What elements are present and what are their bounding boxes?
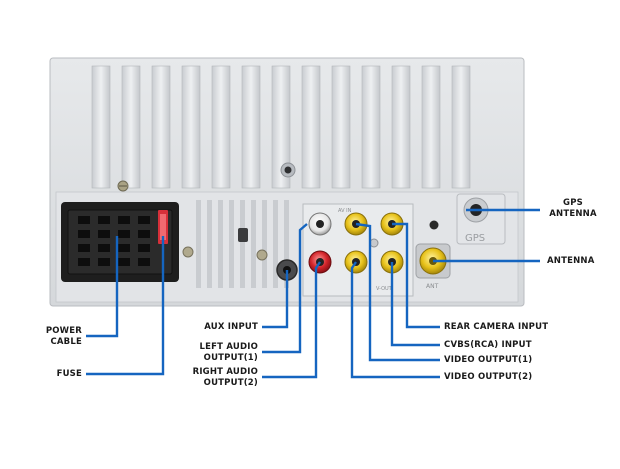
rca-block: AV IN V-OUT [302, 203, 414, 297]
vent-slot [207, 200, 212, 288]
heat-sink-fin [211, 65, 231, 189]
heat-sink-fin [331, 65, 351, 189]
heat-sink-fin [301, 65, 321, 189]
heat-sink-fin [451, 65, 471, 189]
vent-slot [273, 200, 278, 288]
gps-port-text: GPS [465, 233, 485, 244]
connector-pin [98, 230, 110, 238]
heat-sink-fin [91, 65, 111, 189]
label-left-audio-output: LEFT AUDIO OUTPUT(1) [199, 342, 258, 363]
label-video-output-1: VIDEO OUTPUT(1) [444, 355, 533, 365]
connector-pin [98, 244, 110, 252]
leader-left-audio [262, 223, 308, 354]
leader-video-out-1 [355, 222, 440, 362]
heat-sink-fin [181, 65, 201, 189]
leader-cvbs-input [390, 262, 440, 347]
leader-lines [86, 208, 540, 379]
connector-pin [78, 258, 90, 266]
leader-rear-camera [392, 222, 440, 329]
connector-pin [138, 216, 150, 224]
label-video-output-2: VIDEO OUTPUT(2) [444, 372, 533, 382]
connector-pin [98, 258, 110, 266]
vent-slot [262, 200, 267, 288]
heat-sink-fin [151, 65, 171, 189]
heat-sink-fins [91, 65, 471, 189]
screw-icon [256, 249, 268, 261]
vent-slot [240, 200, 245, 288]
vent-slot [251, 200, 256, 288]
rca-port-text-2: V-OUT [376, 286, 393, 292]
leader-fuse [86, 236, 165, 376]
mount-hole-icon [429, 220, 439, 230]
heat-sink-fin [121, 65, 141, 189]
gps-port: GPS [456, 193, 506, 245]
connector-pin [118, 216, 130, 224]
leader-right-audio [262, 261, 321, 379]
ant-port-text: ANT [426, 283, 439, 290]
label-rear-camera-input: REAR CAMERA INPUT [444, 322, 549, 332]
heat-sink-fin [361, 65, 381, 189]
connector-pin [138, 230, 150, 238]
label-fuse: FUSE [56, 369, 82, 379]
vent-slot [284, 200, 289, 288]
connector-pin [78, 216, 90, 224]
vent-slot [196, 200, 201, 288]
label-cvbs-input: CVBS(RCA) INPUT [444, 340, 532, 350]
heat-sink-fin [241, 65, 261, 189]
connector-pin [138, 244, 150, 252]
label-aux-input: AUX INPUT [204, 322, 258, 332]
leader-aux-input [262, 270, 289, 329]
connector-pin [118, 244, 130, 252]
connector-pin [118, 230, 130, 238]
screw-icon [182, 246, 194, 258]
heat-sink-fin [421, 65, 441, 189]
power-connector [61, 202, 179, 282]
label-antenna: ANTENNA [547, 256, 595, 266]
label-power-cable: POWER CABLE [45, 326, 82, 347]
label-gps-antenna: GPS ANTENNA [549, 198, 597, 219]
leader-video-out-2 [350, 261, 440, 379]
connector-pin [138, 258, 150, 266]
connector-pin [118, 258, 130, 266]
label-right-audio-output: RIGHT AUDIO OUTPUT(2) [192, 367, 258, 388]
connector-pin [98, 216, 110, 224]
slot-icon [238, 228, 248, 242]
vent-slots [196, 200, 289, 288]
heat-sink-fin [271, 65, 291, 189]
leader-power-cable [86, 236, 119, 338]
vent-slot [218, 200, 223, 288]
connector-pin [78, 244, 90, 252]
connector-pin [78, 230, 90, 238]
heat-sink-fin [391, 65, 411, 189]
rca-port-text-1: AV IN [338, 208, 352, 214]
vent-slot [229, 200, 234, 288]
